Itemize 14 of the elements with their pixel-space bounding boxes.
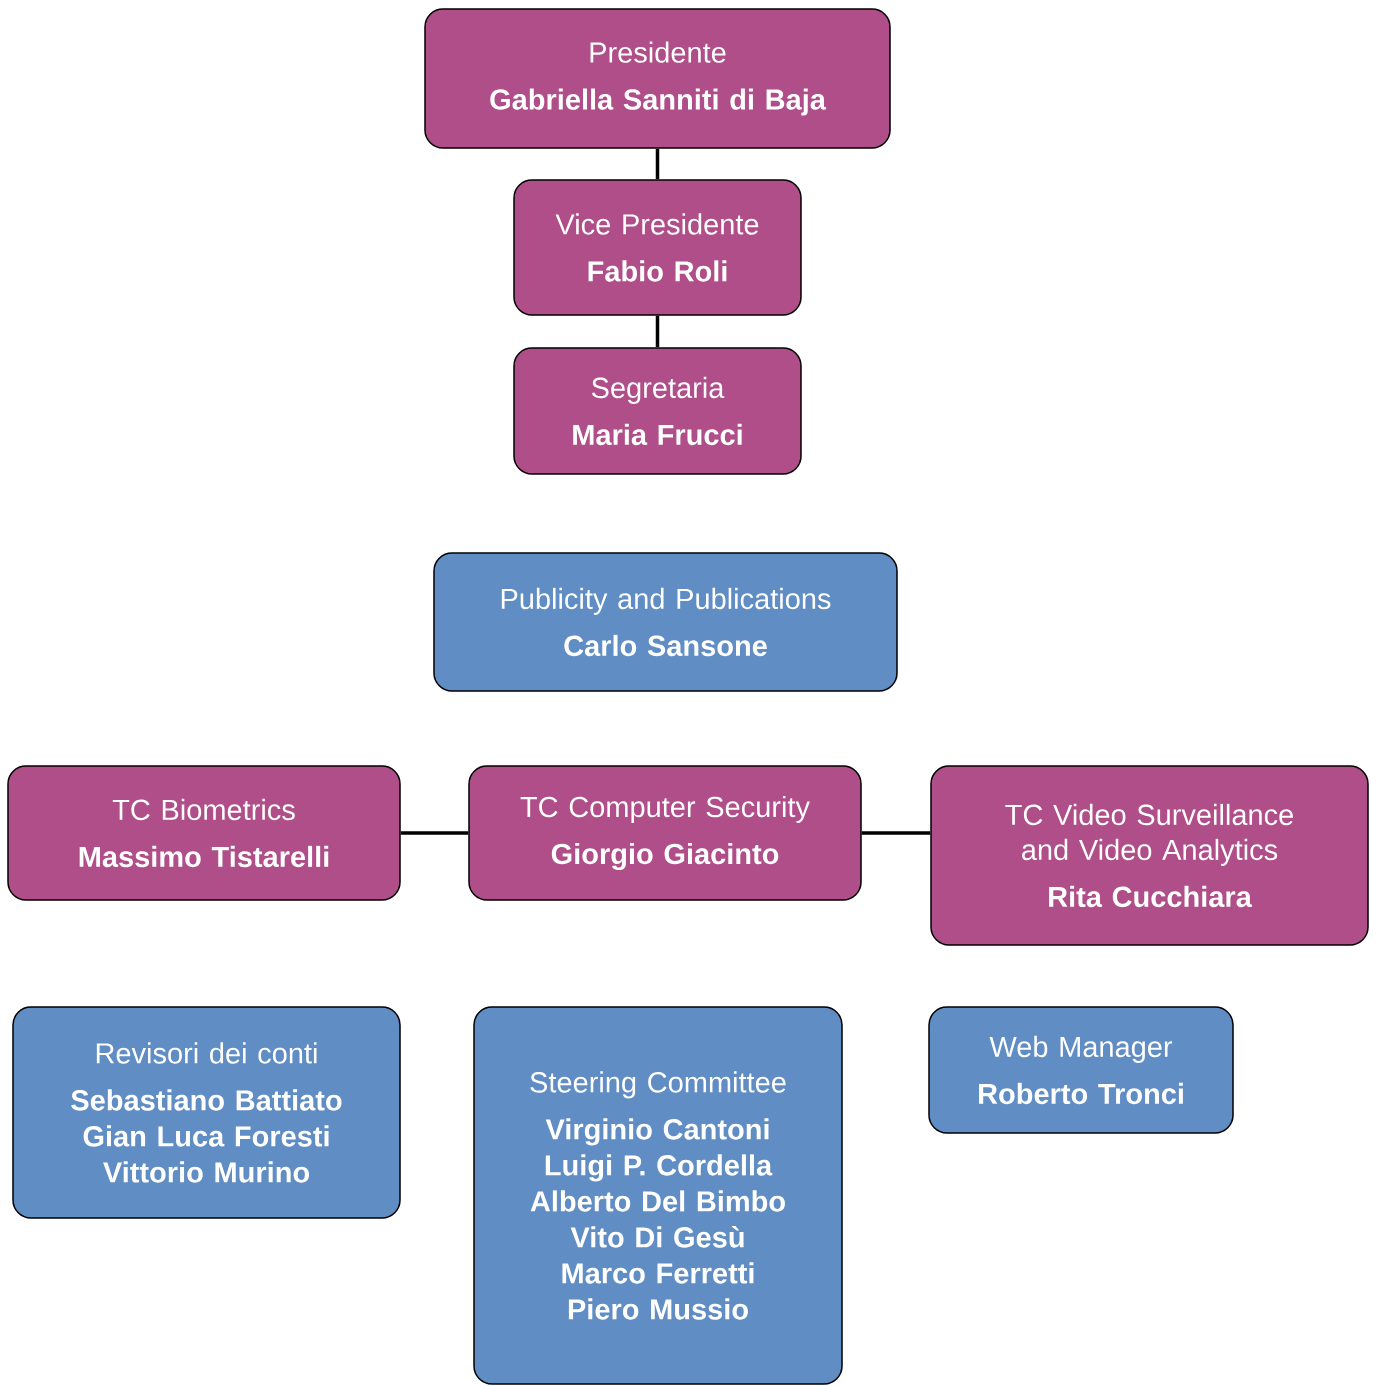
- org-box: Vice Presidente Fabio Roli: [513, 179, 802, 316]
- connector-line: [655, 315, 660, 348]
- org-box: Segretaria Maria Frucci: [513, 347, 802, 475]
- org-box: Publicity and Publications Carlo Sansone: [433, 552, 898, 692]
- org-box: Revisori dei conti Sebastiano Battiato Gian Luca Foresti Vittorio Murino: [12, 1006, 401, 1219]
- connector-line: [400, 831, 469, 835]
- org-box: TC Video Surveillance and Video Analytics Rita Cucchiara: [930, 765, 1369, 946]
- org-box: Presidente Gabriella Sanniti di Baja: [424, 8, 891, 149]
- org-box: TC Computer Security Giorgio Giacinto: [468, 765, 862, 901]
- org-box: Web Manager Roberto Tronci: [928, 1006, 1234, 1134]
- connector-line: [655, 148, 660, 180]
- connector-line: [861, 831, 931, 835]
- org-box: TC Biometrics Massimo Tistarelli: [7, 765, 401, 901]
- org-box: Steering Committee Virginio Cantoni Luigi P. Cordella Alberto Del Bimbo Vito Di Gesù Marco Ferretti Piero Mussio: [473, 1006, 843, 1385]
